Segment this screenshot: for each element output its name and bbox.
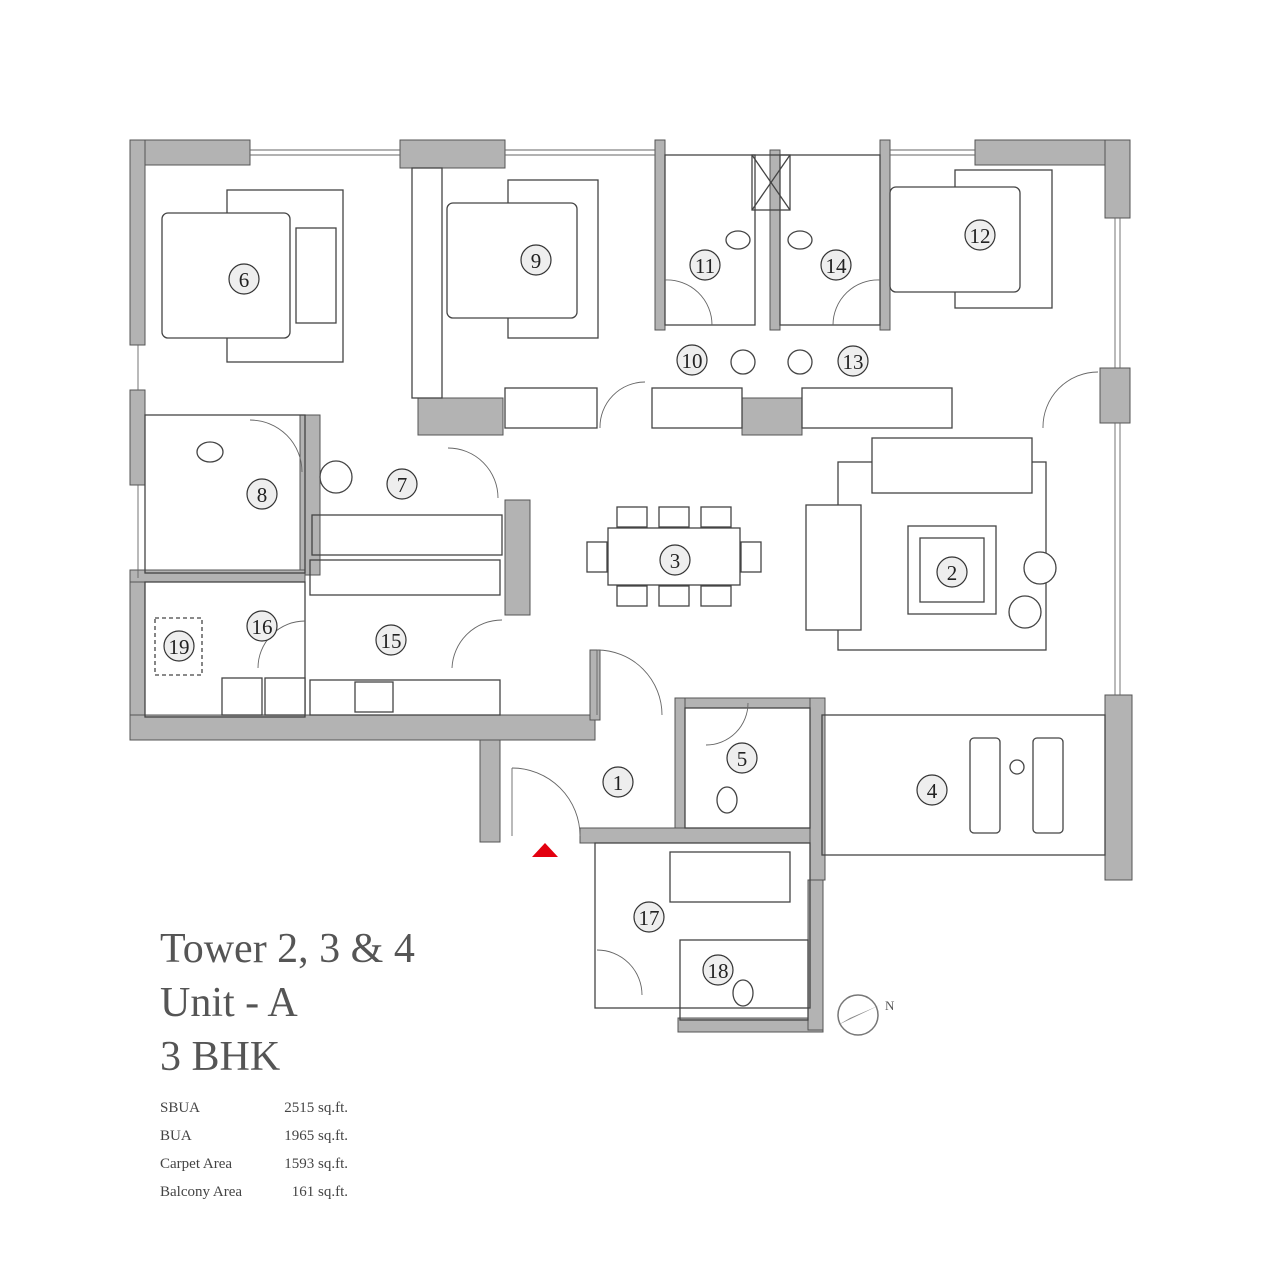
area-row: SBUA 2515 sq.ft. <box>160 1100 360 1117</box>
area-value: 161 sq.ft. <box>291 1184 348 1200</box>
room-number: 11 <box>695 254 715 278</box>
area-value: 1593 sq.ft. <box>284 1156 348 1172</box>
area-value: 1965 sq.ft. <box>284 1128 348 1144</box>
area-label: BUA <box>160 1128 192 1144</box>
room-marker <box>964 219 996 251</box>
bed-9 <box>446 202 578 319</box>
room-number: 14 <box>826 254 848 278</box>
windows <box>137 149 1121 695</box>
bed-12 <box>889 186 1021 293</box>
room-marker <box>659 544 691 576</box>
room-marker <box>702 954 734 986</box>
room-marker <box>163 630 195 662</box>
sofa-top <box>871 437 1033 494</box>
room-marker <box>676 344 708 376</box>
area-value: 2515 sq.ft. <box>284 1100 348 1116</box>
bed-17 <box>669 851 791 903</box>
entry-marker <box>532 843 558 857</box>
room-number: 18 <box>708 959 729 983</box>
room-number: 17 <box>639 906 660 930</box>
room-number: 2 <box>947 561 958 585</box>
area-label: SBUA <box>160 1100 201 1116</box>
area-label: Balcony Area <box>160 1184 243 1200</box>
room-marker <box>228 263 260 295</box>
area-row: Carpet Area 1593 sq.ft. <box>160 1156 360 1173</box>
room-marker <box>726 742 758 774</box>
area-label: Carpet Area <box>160 1156 233 1172</box>
room-marker <box>837 345 869 377</box>
room-marker <box>602 766 634 798</box>
room-number: 15 <box>381 629 402 653</box>
title-config: 3 BHK <box>160 1034 281 1080</box>
room-number: 4 <box>927 779 938 803</box>
room-number: 9 <box>531 249 542 273</box>
lounger <box>969 737 1001 834</box>
hob <box>354 681 394 713</box>
compass-icon: N <box>837 994 895 1036</box>
room-number: 7 <box>397 473 408 497</box>
room-number: 8 <box>257 483 268 507</box>
compass-north-label: N <box>885 998 895 1013</box>
room-number: 1 <box>613 771 624 795</box>
room-number: 13 <box>843 350 864 374</box>
room-number: 10 <box>682 349 703 373</box>
room-number: 3 <box>670 549 681 573</box>
room-number: 16 <box>252 615 273 639</box>
bench-6 <box>295 227 337 324</box>
room-marker <box>520 244 552 276</box>
furniture <box>154 169 1064 1007</box>
room-marker <box>386 468 418 500</box>
room-marker <box>689 249 721 281</box>
room-marker <box>246 610 278 642</box>
room-number: 12 <box>970 224 991 248</box>
title-unit: Unit - A <box>160 980 298 1026</box>
room-marker <box>820 249 852 281</box>
room-marker <box>936 556 968 588</box>
room-marker <box>916 774 948 806</box>
room-marker <box>633 901 665 933</box>
area-row: BUA 1965 sq.ft. <box>160 1128 360 1145</box>
room-marker <box>375 624 407 656</box>
room-marker <box>246 478 278 510</box>
lounger <box>1032 737 1064 834</box>
sofa-left <box>805 504 862 631</box>
area-row: Balcony Area 161 sq.ft. <box>160 1184 360 1201</box>
doors <box>249 279 1099 996</box>
interior-lines <box>144 154 1106 1021</box>
room-number: 5 <box>737 747 748 771</box>
title-towers: Tower 2, 3 & 4 <box>160 926 415 972</box>
room-number: 19 <box>169 635 190 659</box>
room-number: 6 <box>239 268 250 292</box>
bed-6 <box>161 212 291 339</box>
